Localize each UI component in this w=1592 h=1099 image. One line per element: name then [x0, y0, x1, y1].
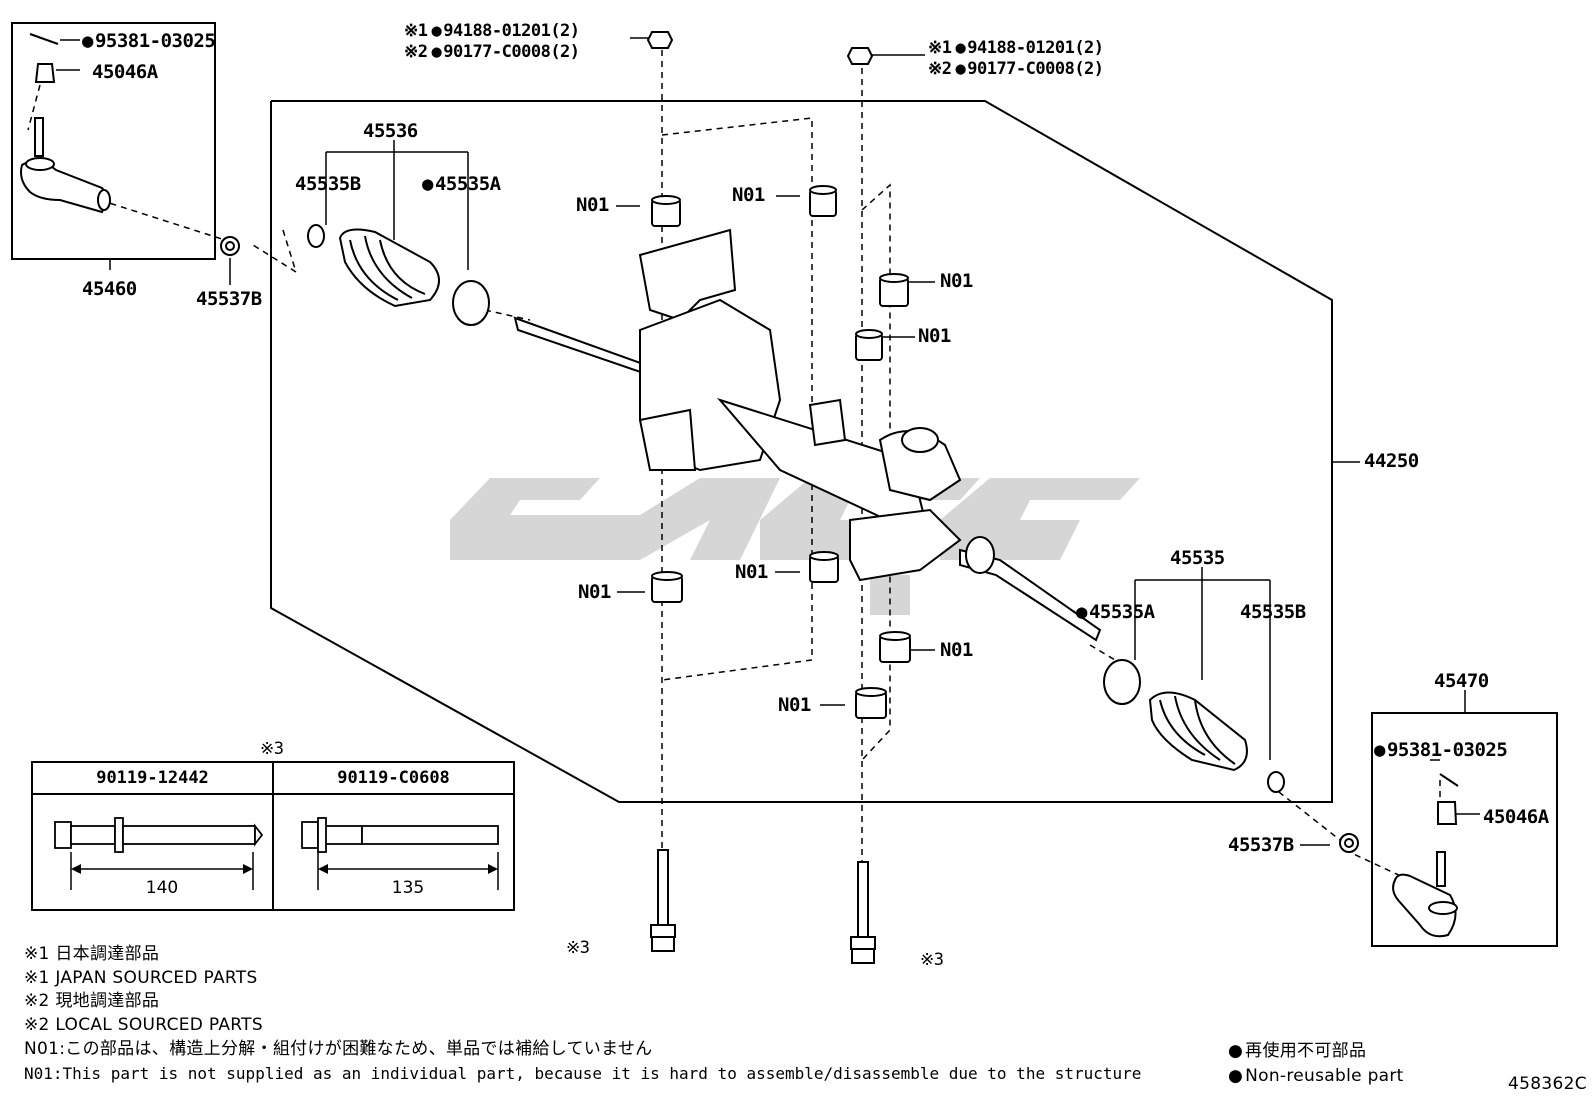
- nut-top-right-drawing: [846, 47, 874, 65]
- label-n01: N01: [778, 694, 811, 716]
- bushings: [651, 185, 911, 719]
- legend-nonreusable-jp: 再使用不可部品: [1228, 1043, 1366, 1060]
- label-boot-clamp-left: 45535A: [422, 175, 501, 194]
- label-boot-set-left: 45536: [363, 120, 418, 142]
- bolt-left-drawing: [650, 849, 676, 952]
- label-bolt-right: ※3: [920, 950, 944, 970]
- label-cotter-pin-right: 95381-03025: [1374, 741, 1508, 760]
- label-n01: N01: [732, 184, 765, 206]
- label-tie-rod-end-right: 45470: [1434, 670, 1489, 692]
- bolt-table-drawings: [54, 817, 499, 853]
- note-line: ※2 LOCAL SOURCED PARTS: [24, 1015, 263, 1035]
- label-boot-clip-right: 45535B: [1240, 601, 1306, 623]
- label-n01: N01: [940, 639, 973, 661]
- nut-left-japan: 94188-01201(2): [431, 23, 580, 40]
- boot-right-drawing: [1103, 659, 1285, 793]
- mark-local: ※2: [928, 59, 952, 79]
- label-tie-rod-end-left: 45460: [82, 278, 137, 300]
- tie-rod-end-right-drawing: [1392, 773, 1459, 938]
- label-lock-nut-right: 45537B: [1228, 834, 1294, 856]
- mark-japan: ※1: [928, 38, 952, 58]
- label-boot-clip-left: 45535B: [295, 173, 361, 195]
- note-line: ※2 現地調達部品: [24, 991, 160, 1011]
- nut-right-local: 90177-C0008(2): [955, 61, 1104, 78]
- label-n01: N01: [576, 194, 609, 216]
- label-n01: N01: [578, 581, 611, 603]
- label-cotter-pin-left: 95381-03025: [82, 32, 216, 51]
- bolt-table-header: 90119-12442: [96, 768, 209, 788]
- label-n01: N01: [918, 325, 951, 347]
- mark-local: ※2: [404, 42, 428, 62]
- label-castle-nut-right: 45046A: [1483, 806, 1549, 828]
- figure-id: 458362C: [1508, 1074, 1587, 1094]
- mark-japan: ※1: [404, 21, 428, 41]
- label-n01: N01: [940, 270, 973, 292]
- label-bolt-left: ※3: [566, 938, 590, 958]
- note-line: N01:This part is not supplied as an indi…: [24, 1064, 1142, 1083]
- nut-right-japan: 94188-01201(2): [955, 40, 1104, 57]
- legend-nonreusable-en: Non-reusable part: [1228, 1068, 1404, 1085]
- label-lock-nut-left: 45537B: [196, 288, 262, 310]
- note-line: ※1 JAPAN SOURCED PARTS: [24, 968, 258, 988]
- label-boot-set-right: 45535: [1170, 547, 1225, 569]
- label-castle-nut-left: 45046A: [92, 61, 158, 83]
- assembly-frame: [270, 100, 1333, 803]
- tie-rod-end-left-box: [11, 22, 216, 260]
- nut-left-local: 90177-C0008(2): [431, 44, 580, 61]
- bolt-table-mark: ※3: [260, 739, 284, 759]
- nut-right-callout: ※194188-01201(2) ※290177-C0008(2): [928, 40, 1104, 78]
- nut-left-callout: ※194188-01201(2) ※290177-C0008(2): [404, 23, 580, 61]
- label-steering-gear-assy: 44250: [1364, 450, 1419, 472]
- bolt-length: 135: [391, 878, 425, 898]
- bolt-length: 140: [145, 878, 179, 898]
- bolt-right-drawing: [850, 861, 876, 964]
- note-line: ※1 日本調達部品: [24, 944, 160, 964]
- nut-top-left-drawing: [646, 31, 674, 49]
- bolt-table-header: 90119-C0608: [337, 768, 450, 788]
- note-line: N01:この部品は、構造上分解・組付けが困難なため、単品では補給していません: [24, 1039, 653, 1059]
- label-n01: N01: [735, 561, 768, 583]
- boot-left-drawing: [307, 224, 490, 326]
- steering-rack-drawing: [513, 228, 1102, 642]
- tie-rod-end-left-drawing: [20, 33, 111, 214]
- label-boot-clamp-right: 45535A: [1076, 603, 1155, 622]
